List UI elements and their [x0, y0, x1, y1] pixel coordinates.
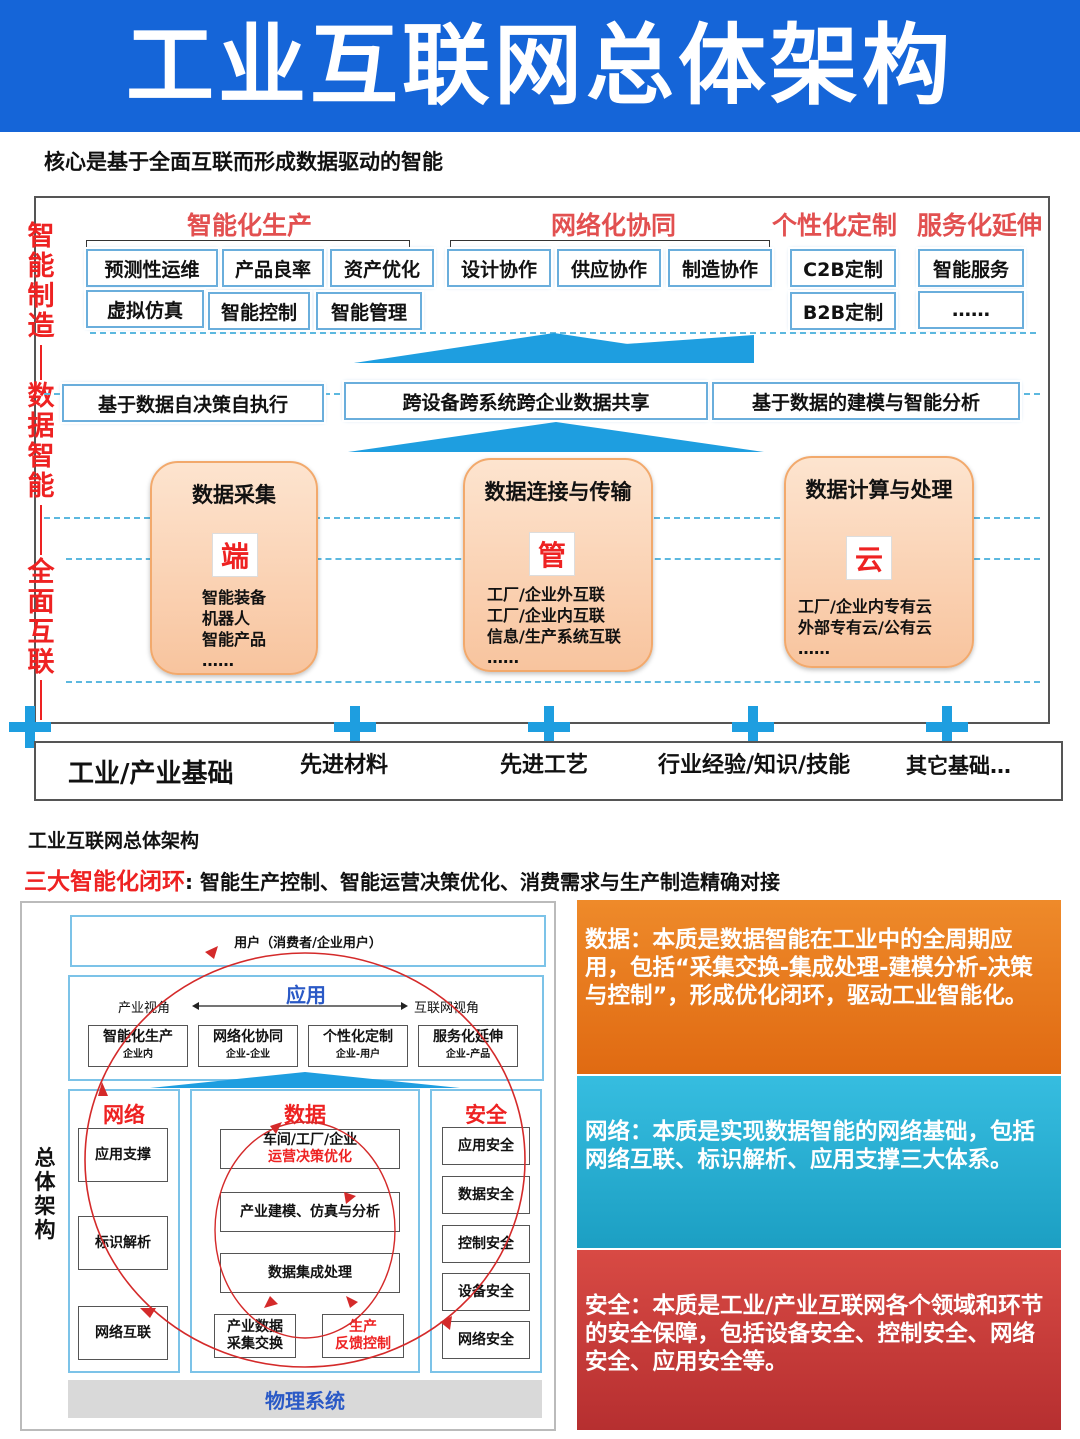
data-collection-exchange: 产业数据采集交换	[214, 1314, 296, 1358]
pillar-items: 工厂/企业内专有云 外部专有云/公有云 ……	[798, 597, 932, 658]
application-title: 应用	[286, 983, 326, 1007]
box-supply-collab: 供应协作	[557, 249, 661, 287]
plus-icon	[926, 706, 968, 748]
plus-icon	[9, 706, 51, 748]
network-identifier: 标识解析	[78, 1216, 168, 1270]
pillar-items: 智能装备 机器人 智能产品 ……	[202, 588, 267, 670]
box-self-decision: 基于数据自决策自执行	[62, 384, 324, 422]
foundation-process: 先进工艺	[500, 753, 589, 778]
box-modeling: 基于数据的建模与智能分析	[712, 382, 1020, 420]
box-virtual-simulation: 虚拟仿真	[86, 290, 204, 328]
pillar-title: 数据采集	[192, 483, 276, 507]
pillar-icon-cloud: 云	[846, 536, 892, 580]
panel-security: 安全：本质是工业/产业互联网各个领域和环节的安全保障，包括设备安全、控制安全、网…	[577, 1250, 1061, 1430]
pillar-data-transmission: 数据连接与传输 管 工厂/企业外互联 工厂/企业内互联 信息/生产系统互联 ……	[463, 458, 653, 672]
dashed-divider	[90, 332, 1036, 334]
security-data: 数据安全	[442, 1176, 530, 1214]
side-separator	[40, 505, 42, 555]
pillar-data-computing: 数据计算与处理 云 工厂/企业内专有云 外部专有云/公有云 ……	[784, 456, 974, 668]
section2-headline: 三大智能化闭环: 智能生产控制、智能运营决策优化、消费需求与生产制造精确对接	[24, 862, 780, 896]
app-service-ext: 服务化延伸企业-产品	[418, 1025, 518, 1067]
foundation-label: 工业/产业基础	[68, 759, 234, 789]
network-interconnect: 网络互联	[78, 1306, 168, 1360]
vertical-label-overall: 总体架构	[34, 1146, 56, 1242]
box-c2b: C2B定制	[790, 249, 896, 287]
plus-icon	[732, 706, 774, 748]
security-network: 网络安全	[442, 1321, 530, 1359]
diagram-frame	[20, 901, 556, 1431]
box-predictive-maintenance: 预测性运维	[86, 249, 218, 287]
box-product-yield: 产品良率	[222, 249, 324, 287]
side-label-full-interconnect: 全面互联	[27, 557, 55, 678]
box-smart-control: 智能控制	[208, 292, 310, 330]
foundation-others: 其它基础…	[906, 754, 1011, 778]
box-design-collab: 设计协作	[447, 249, 551, 287]
pillar-title: 数据计算与处理	[805, 478, 953, 502]
side-separator	[40, 680, 42, 720]
box-smart-service: 智能服务	[918, 249, 1024, 287]
pillar-icon-terminal: 端	[212, 533, 258, 577]
closed-loop-arrows	[84, 946, 526, 1368]
upward-arrow-top	[354, 333, 754, 363]
section2-caption: 工业互联网总体架构	[28, 830, 200, 852]
plus-icon	[334, 706, 376, 748]
headline-highlight: 三大智能化闭环	[24, 869, 185, 895]
box-smart-management: 智能管理	[316, 292, 422, 330]
dashed-divider	[66, 681, 1040, 683]
security-title: 安全	[465, 1103, 507, 1127]
box-b2b: B2B定制	[790, 292, 896, 330]
box-data-sharing: 跨设备跨系统跨企业数据共享	[344, 382, 708, 420]
foundation-bar: 工业/产业基础 先进材料 先进工艺 行业经验/知识/技能 其它基础…	[34, 741, 1063, 801]
industry-view-label: 产业视角	[118, 1001, 171, 1016]
application-box: 应用 产业视角 互联网视角 智能化生产企业内 网络化协同企业-企业 个性化定制企…	[68, 975, 544, 1081]
box-manufacturing-collab: 制造协作	[668, 249, 772, 287]
data-operation-decision: 车间/工厂/企业运营决策优化	[220, 1129, 400, 1169]
group-smart-production: 智能化生产	[187, 211, 313, 240]
group-brace	[86, 240, 410, 248]
box-asset-optimization: 资产优化	[330, 249, 434, 287]
app-personalization: 个性化定制企业-用户	[308, 1025, 408, 1067]
side-separator	[40, 345, 42, 380]
group-network-collab: 网络化协同	[551, 211, 677, 240]
security-application: 应用安全	[442, 1127, 530, 1165]
group-personalization: 个性化定制	[772, 211, 898, 240]
pillar-icon-pipe: 管	[529, 532, 575, 576]
connector-arrow	[150, 1072, 460, 1088]
network-title: 网络	[103, 1103, 145, 1127]
group-brace	[450, 240, 770, 248]
foundation-materials: 先进材料	[300, 753, 389, 778]
internet-view-label: 互联网视角	[414, 1001, 480, 1016]
box-more: ……	[918, 291, 1024, 329]
headline-rest: : 智能生产控制、智能运营决策优化、消费需求与生产制造精确对接	[185, 870, 780, 894]
security-control: 控制安全	[442, 1225, 530, 1263]
side-label-data-intelligence: 数据智能	[27, 381, 55, 502]
upward-arrow-bottom	[348, 422, 764, 452]
pillar-title: 数据连接与传输	[484, 480, 632, 504]
subtitle: 核心是基于全面互联而形成数据驱动的智能	[44, 150, 443, 174]
pillar-items: 工厂/企业外互联 工厂/企业内互联 信息/生产系统互联 ……	[487, 585, 621, 667]
panel-network: 网络：本质是实现数据智能的网络基础，包括网络互联、标识解析、应用支撑三大体系。	[577, 1076, 1061, 1248]
panel-data: 数据：本质是数据智能在工业中的全周期应用，包括“采集交换-集成处理-建模分析-决…	[577, 900, 1061, 1074]
security-device: 设备安全	[442, 1273, 530, 1311]
side-label-smart-manufacturing: 智能制造	[27, 221, 55, 342]
data-modeling-simulation: 产业建模、仿真与分析	[220, 1192, 400, 1232]
double-arrow	[192, 1002, 408, 1010]
group-service-ext: 服务化延伸	[917, 211, 1043, 240]
user-box: 用户（消费者/企业用户）	[70, 915, 546, 967]
foundation-experience: 行业经验/知识/技能	[658, 753, 851, 778]
data-integration: 数据集成处理	[220, 1253, 400, 1293]
pillar-data-collection: 数据采集 端 智能装备 机器人 智能产品 ……	[150, 461, 318, 675]
plus-icon	[528, 706, 570, 748]
network-app-support: 应用支撑	[78, 1128, 168, 1182]
page-title: 工业互联网总体架构	[0, 0, 1080, 132]
app-network-collab: 网络化协同企业-企业	[198, 1025, 298, 1067]
physical-system: 物理系统	[68, 1380, 542, 1418]
